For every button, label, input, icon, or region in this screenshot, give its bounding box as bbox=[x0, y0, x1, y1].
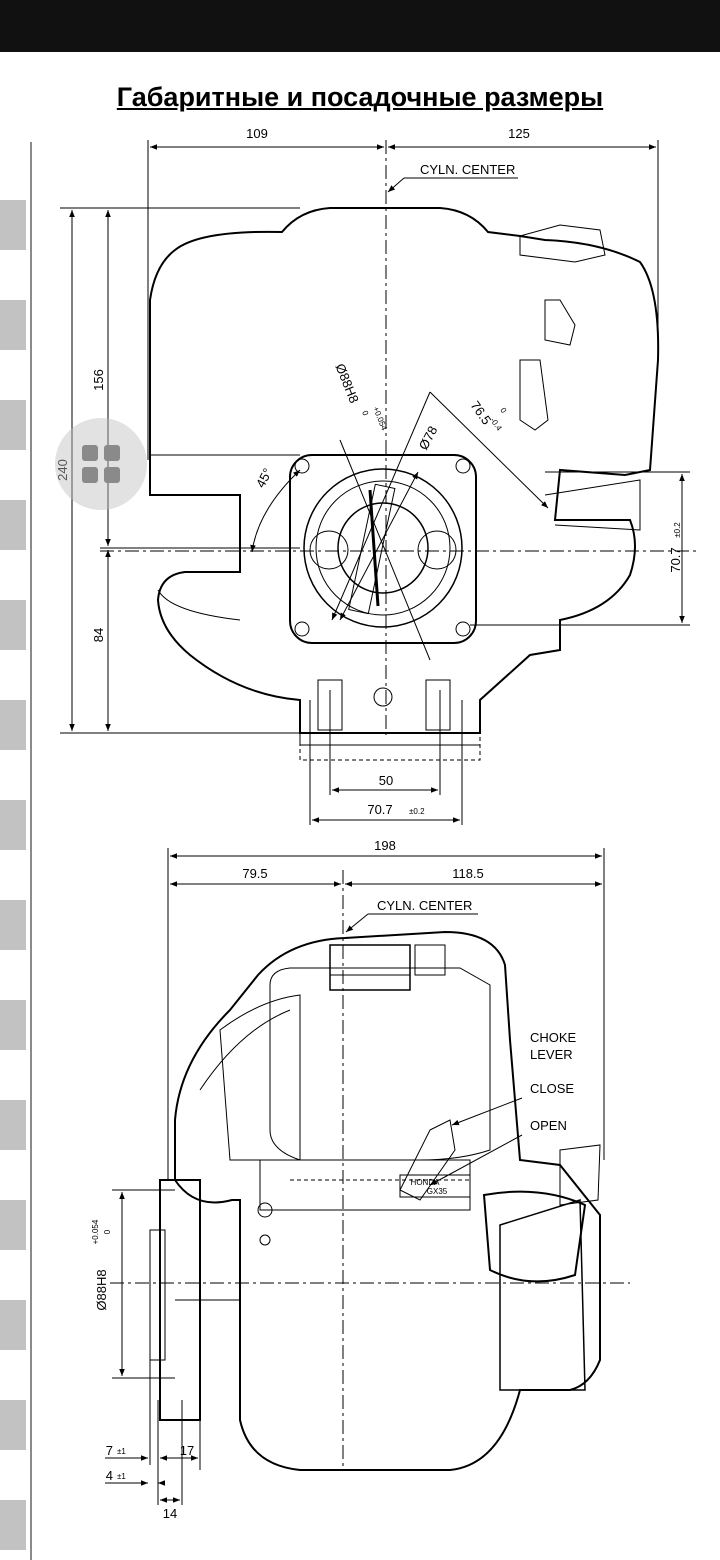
grid-square bbox=[104, 467, 120, 483]
page-thumb-tab[interactable] bbox=[0, 700, 26, 750]
dim-width-left: 109 bbox=[246, 126, 268, 141]
dim-mount-width: 70.7 bbox=[367, 802, 392, 817]
front-view bbox=[60, 140, 700, 825]
side-view bbox=[105, 848, 630, 1505]
dim-bore-tol-bottom: 0 bbox=[360, 409, 370, 417]
page-thumb-tab[interactable] bbox=[0, 1500, 26, 1550]
top-bar bbox=[0, 0, 720, 52]
dim-14: 14 bbox=[163, 1506, 177, 1521]
grid-square bbox=[82, 445, 98, 461]
side-bore-label: Ø88H8 bbox=[94, 1269, 109, 1310]
page-thumb-tab[interactable] bbox=[0, 1200, 26, 1250]
page-thumb-tab[interactable] bbox=[0, 500, 26, 550]
dim-7-tol: ±1 bbox=[117, 1447, 126, 1456]
page-thumb-tab[interactable] bbox=[0, 600, 26, 650]
dim-height-total: 240 bbox=[55, 459, 70, 481]
page-thumb-tab[interactable] bbox=[0, 1100, 26, 1150]
grid-icon[interactable] bbox=[55, 418, 147, 510]
grid-square bbox=[104, 445, 120, 461]
dim-mount-spacing: 50 bbox=[379, 773, 393, 788]
page-thumb-tab[interactable] bbox=[0, 800, 26, 850]
dim-circle: Ø78 bbox=[416, 424, 441, 453]
page-thumb-tab[interactable] bbox=[0, 200, 26, 250]
page-thumb-tab[interactable] bbox=[0, 400, 26, 450]
dim-4-tol: ±1 bbox=[117, 1472, 126, 1481]
dim-mount-width-tol: ±0.2 bbox=[409, 807, 425, 816]
left-page-strip[interactable] bbox=[0, 142, 32, 1560]
grid-square bbox=[82, 467, 98, 483]
page-thumb-tab[interactable] bbox=[0, 1000, 26, 1050]
choke-lever-label-2: LEVER bbox=[530, 1047, 573, 1062]
dim-side-right: 118.5 bbox=[452, 866, 484, 881]
page-title: Габаритные и посадочные размеры bbox=[116, 82, 604, 112]
dim-7: 7 bbox=[106, 1443, 113, 1458]
dim-4: 4 bbox=[106, 1468, 113, 1483]
side-cyln-center-label: CYLN. CENTER bbox=[377, 898, 472, 913]
dim-right-height: 70.7 bbox=[668, 547, 683, 572]
dim-side-left: 79.5 bbox=[242, 866, 267, 881]
brand-plate: HONDA bbox=[411, 1178, 441, 1187]
dim-radius-tol-top: 0 bbox=[498, 406, 508, 415]
dim-bore-label: Ø88H8 bbox=[333, 361, 362, 405]
dim-width-right: 125 bbox=[508, 126, 530, 141]
page-thumb-tab[interactable] bbox=[0, 300, 26, 350]
side-bore-tol-bottom: 0 bbox=[103, 1229, 112, 1234]
side-bore-tol-top: +0.054 bbox=[91, 1219, 100, 1244]
dim-height-upper: 156 bbox=[91, 369, 106, 391]
choke-open-label: OPEN bbox=[530, 1118, 567, 1133]
dim-radius-tol-bottom: -0.4 bbox=[488, 416, 504, 433]
page-thumb-tab[interactable] bbox=[0, 1400, 26, 1450]
dim-angle: 45° bbox=[253, 466, 275, 490]
choke-lever-label-1: CHOKE bbox=[530, 1030, 577, 1045]
dim-right-height-tol: ±0.2 bbox=[673, 522, 682, 538]
page-thumb-tab[interactable] bbox=[0, 1300, 26, 1350]
dim-height-lower: 84 bbox=[91, 628, 106, 642]
dim-total-width: 198 bbox=[374, 838, 396, 853]
cyln-center-label: CYLN. CENTER bbox=[420, 162, 515, 177]
choke-close-label: CLOSE bbox=[530, 1081, 574, 1096]
dim-17: 17 bbox=[180, 1443, 194, 1458]
model-plate: GX35 bbox=[427, 1187, 448, 1196]
page-thumb-tab[interactable] bbox=[0, 900, 26, 950]
